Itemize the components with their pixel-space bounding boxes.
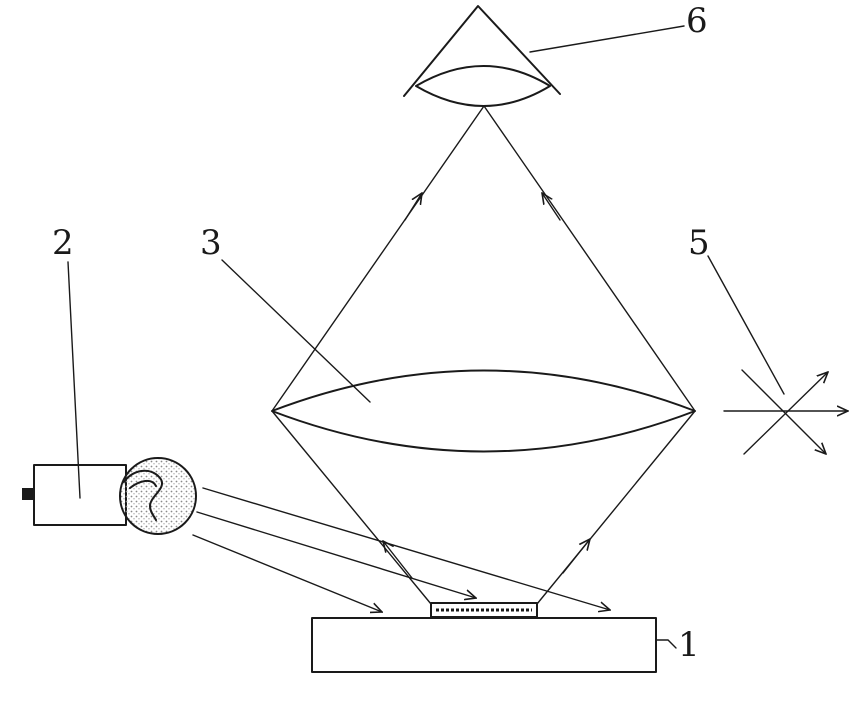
label-eyepiece: 6 (686, 1, 708, 41)
ray-right-upper-arrow (542, 193, 561, 221)
sample-plate (430, 602, 538, 618)
ray-left-lower (271, 410, 432, 605)
leader-line-3 (221, 259, 371, 403)
eyepiece-cone (403, 5, 561, 97)
ray-left-upper (271, 105, 485, 412)
ray-left-upper-arrow (404, 193, 422, 221)
lamp-contact (22, 488, 34, 500)
incident-rays (192, 487, 610, 612)
leader-line-2 (67, 261, 81, 499)
convex-lens (271, 369, 696, 453)
leader-lines (67, 25, 785, 649)
incident-ray-1 (192, 534, 382, 612)
leader-line-1 (655, 639, 677, 649)
ray-right-upper (483, 105, 696, 412)
incident-ray-2 (196, 511, 476, 598)
substrate-block (311, 617, 657, 673)
lamp-filament (123, 469, 163, 521)
label-substrate: 1 (678, 625, 700, 665)
label-polarizer: 5 (688, 223, 710, 263)
incident-ray-3 (202, 487, 610, 610)
label-lamp: 2 (52, 223, 74, 263)
lamp (22, 457, 197, 535)
lamp-bulb (119, 457, 197, 535)
leader-line-6 (529, 25, 685, 53)
polarizer-symbol (723, 369, 848, 455)
eyepiece (403, 5, 561, 107)
ray-left-lower-arrow (383, 541, 413, 579)
ray-right-lower-arrow (562, 539, 590, 574)
ray-right-lower (536, 410, 696, 605)
label-lens: 3 (200, 223, 222, 263)
eyepiece-lens (415, 65, 551, 107)
polarizer-axis-rising (743, 372, 828, 455)
polarizer-axis-falling (741, 369, 826, 454)
reflected-rays-upper (271, 105, 696, 412)
leader-line-5 (707, 255, 785, 395)
reflected-rays-lower (271, 410, 696, 605)
